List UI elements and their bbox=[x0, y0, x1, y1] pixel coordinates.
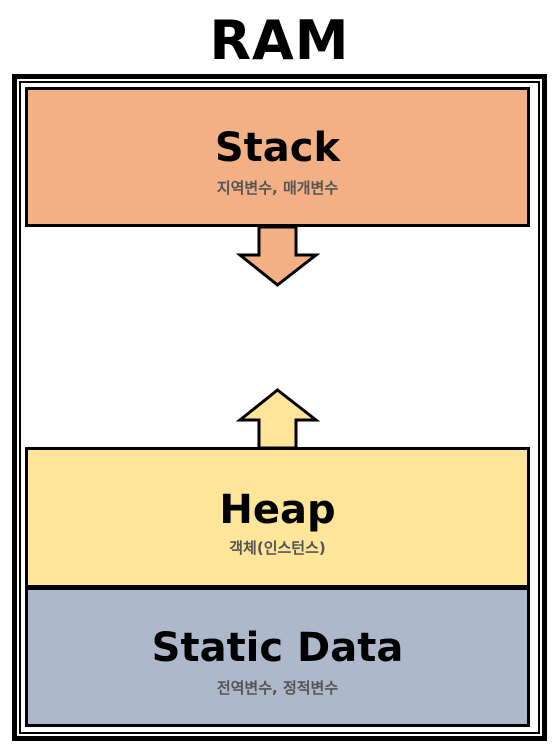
heap-label: Heap bbox=[219, 487, 336, 533]
ram-title: RAM bbox=[209, 9, 350, 72]
heap-growth-up-arrow-icon bbox=[236, 388, 320, 449]
stack-block: Stack 지역변수, 매개변수 bbox=[25, 87, 530, 227]
stack-growth-down-arrow-icon bbox=[236, 226, 320, 287]
ram-inner-frame bbox=[19, 81, 540, 734]
heap-block: Heap 객체(인스턴스) bbox=[25, 447, 530, 588]
static-data-label: Static Data bbox=[151, 625, 404, 671]
heap-description: 객체(인스턴스) bbox=[229, 539, 326, 557]
static-data-block: Static Data 전역변수, 정적변수 bbox=[25, 587, 530, 727]
static-data-description: 전역변수, 정적변수 bbox=[216, 679, 339, 697]
stack-description: 지역변수, 매개변수 bbox=[216, 179, 339, 197]
stack-label: Stack bbox=[214, 125, 341, 171]
